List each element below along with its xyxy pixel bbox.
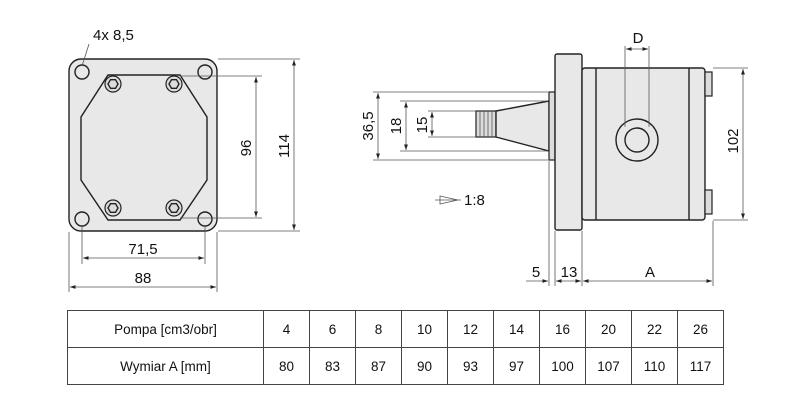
dim-A-label: A: [645, 264, 655, 281]
table-cell: 10: [401, 310, 448, 348]
hole: [197, 64, 213, 80]
table-cell: 6: [309, 310, 356, 348]
bolt-hex: [168, 78, 180, 90]
dim-96-label: 96: [238, 140, 255, 157]
side-body: [581, 67, 706, 221]
side-cap-lug-top: [704, 71, 713, 97]
row-label-wymiar: Wymiar A [mm]: [67, 347, 264, 385]
dim-88-label: 88: [135, 270, 152, 287]
dim-114-label: 114: [276, 134, 293, 158]
shaft-spline: [475, 110, 497, 138]
holes-label: 4x 8,5: [93, 27, 134, 44]
bolt-hex: [168, 202, 180, 214]
table-cell: 110: [631, 347, 678, 385]
port-outer: [615, 118, 659, 162]
pump-body-octagon: [80, 74, 208, 221]
taper-label: 1:8: [464, 192, 485, 209]
bolt-heads: [104, 75, 183, 217]
table-cell: 93: [447, 347, 494, 385]
dim-36-5-label: 36,5: [360, 111, 377, 140]
dim-102-label: 102: [725, 128, 742, 153]
side-flange: [554, 53, 583, 231]
side-cap-lug-bottom: [704, 189, 713, 215]
table-cell: 8: [355, 310, 402, 348]
dim-18-label: 18: [388, 118, 405, 135]
front-view: 4x 8,5 96 114 71,5 88: [68, 27, 300, 292]
pump-spec-table: Pompa [cm3/obr] 4 6 8 10 12 14 16 20 22 …: [67, 310, 724, 385]
technical-drawing: 4x 8,5 96 114 71,5 88: [68, 27, 748, 292]
bolt-hex: [107, 202, 119, 214]
side-view: D 36,5 18 15 1:8 102 5 13 A: [360, 30, 748, 286]
row-label-pompa: Pompa [cm3/obr]: [67, 310, 264, 348]
table-row-wymiar: Wymiar A [mm] 80 83 87 90 93 97 100 107 …: [67, 347, 724, 385]
table-cell: 117: [677, 347, 724, 385]
shaft-taper: [495, 100, 550, 152]
holes-leader: [81, 43, 90, 67]
taper-symbol: [439, 195, 459, 205]
bolt: [165, 75, 183, 93]
dim-5-label: 5: [532, 264, 540, 281]
table-cell: 107: [585, 347, 632, 385]
shaft-collar: [548, 91, 556, 161]
dim-13-label: 13: [561, 264, 578, 281]
table-cell: 90: [401, 347, 448, 385]
bolt: [104, 75, 122, 93]
table-cell: 4: [263, 310, 310, 348]
table-cell: 12: [447, 310, 494, 348]
table-cell: 14: [493, 310, 540, 348]
dim-15-label: 15: [414, 117, 431, 134]
table-cell: 22: [631, 310, 678, 348]
dim-D-label: D: [633, 30, 644, 47]
bolt-hex: [107, 78, 119, 90]
port-inner: [624, 127, 650, 153]
mounting-flange: [68, 58, 218, 232]
table-cell: 83: [309, 347, 356, 385]
table-cell: 26: [677, 310, 724, 348]
dim-71-5-label: 71,5: [128, 241, 157, 258]
table-cell: 100: [539, 347, 586, 385]
table-cell: 16: [539, 310, 586, 348]
bolt: [165, 199, 183, 217]
table-cell: 87: [355, 347, 402, 385]
spline-teeth: [479, 111, 493, 137]
table-cell: 20: [585, 310, 632, 348]
table-row-pompa: Pompa [cm3/obr] 4 6 8 10 12 14 16 20 22 …: [67, 310, 724, 348]
table-cell: 97: [493, 347, 540, 385]
table-cell: 80: [263, 347, 310, 385]
bolt: [104, 199, 122, 217]
